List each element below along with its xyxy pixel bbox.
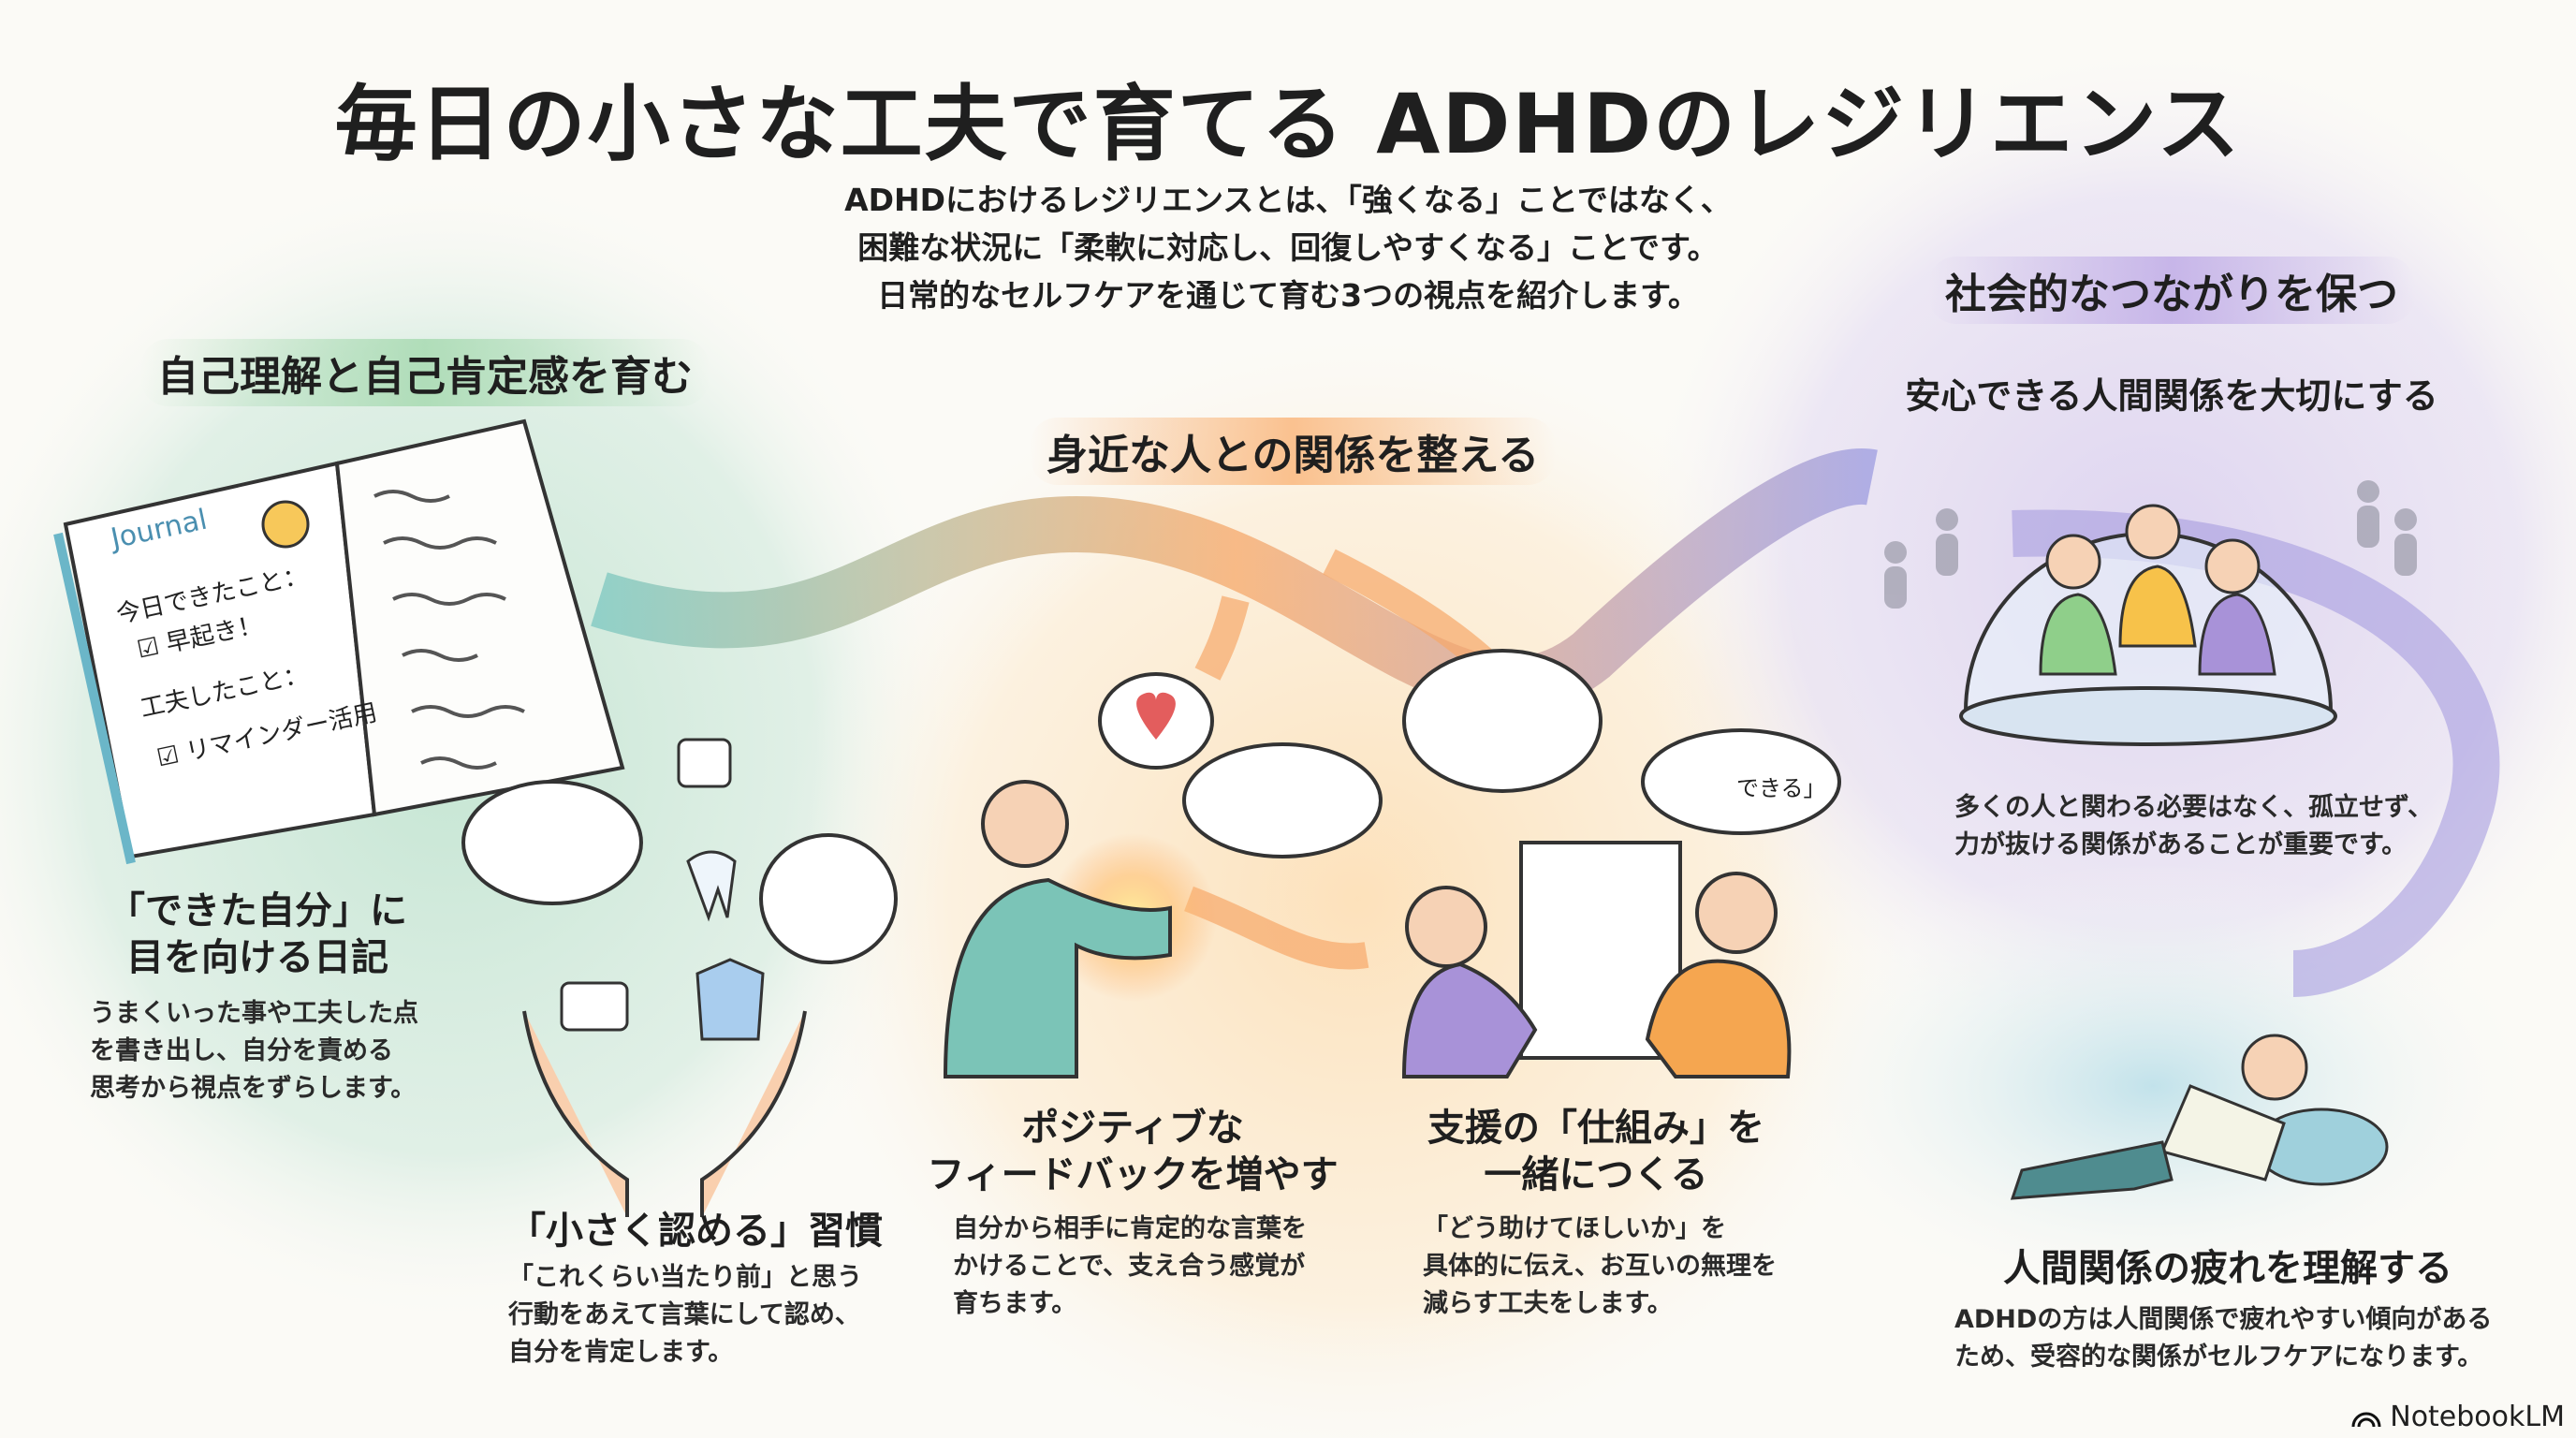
section-subheading: 安心できる人間関係を大切にする	[1905, 375, 2438, 417]
item-description: 自分から相手に肯定的な言葉を かけることで、支え合う感覚が 育ちます。	[953, 1211, 1307, 1323]
title-line: フィードバックを増やす	[927, 1153, 1339, 1196]
desc-line: を書き出し、自分を責める	[90, 1036, 393, 1065]
item-title: 支援の「仕組み」を 一緒につくる	[1404, 1105, 1788, 1198]
tooth-icon	[686, 850, 737, 922]
desc-line: 具体的に伝え、お互いの無理を	[1423, 1252, 1777, 1281]
desc-line: 多くの人と関わる必要はなく、孤立せず、	[1954, 793, 2434, 822]
resting-person-head	[2241, 1034, 2308, 1101]
section-heading-self-understanding: 自己理解と自己肯定感を育む	[140, 339, 710, 406]
sun-icon	[261, 500, 310, 549]
notebooklm-logo-icon	[2351, 1412, 2381, 1427]
desc-line: 行動をあえて言葉にして認め、	[508, 1300, 860, 1329]
background-people	[1884, 480, 2417, 609]
title-line: 支援の「仕組み」を	[1427, 1107, 1764, 1150]
branding-text: NotebookLM	[2390, 1401, 2565, 1433]
desc-line: 減らす工夫をします。	[1423, 1289, 1673, 1318]
coffee-cup-icon	[677, 738, 732, 788]
item-title: ポジティブな フィードバックを増やす	[927, 1105, 1339, 1198]
intro-line: ADHDにおけるレジリエンスとは、「強くなる」ことではなく、	[844, 182, 1732, 218]
item-description: ADHDの方は人間関係で疲れやすい傾向がある ため、受容的な関係がセルフケアにな…	[1954, 1301, 2492, 1376]
desc-line: 「どう助けてほしいか」を	[1423, 1214, 1726, 1243]
desc-line: うまくいった事や工夫した点	[90, 999, 418, 1028]
desc-line: 育ちます。	[953, 1289, 1077, 1318]
journal-illustration	[53, 418, 625, 865]
desc-line: 思考から視点をずらします。	[90, 1074, 417, 1103]
speech-bubbles	[461, 649, 1841, 964]
desc-line: 力が抜ける関係があることが重要です。	[1954, 830, 2408, 859]
title-line: 「できた自分」に	[108, 889, 407, 932]
intro-line: 日常的なセルフケアを通じて育む3つの視点を紹介します。	[877, 277, 1699, 314]
shirt-icon	[695, 958, 765, 1041]
section-heading-close-relationships: 身近な人との関係を整える	[1030, 418, 1557, 485]
person-head	[981, 780, 1069, 868]
intro-line: 困難な状況に「柔軟に対応し、回復しやすくなる」ことです。	[857, 229, 1719, 266]
notebooklm-branding: NotebookLM	[2350, 1401, 2565, 1433]
item-description: 「これくらい当たり前」と思う 行動をあえて言葉にして認め、 自分を肯定します。	[508, 1259, 862, 1372]
desc-line: ADHDの方は人間関係で疲れやすい傾向がある	[1954, 1305, 2493, 1334]
desc-line: 自分から相手に肯定的な言葉を	[953, 1214, 1307, 1243]
speech-bubble-text: できる」	[1736, 775, 1826, 801]
item-description: 「どう助けてほしいか」を 具体的に伝え、お互いの無理を 減らす工夫をします。	[1423, 1211, 1777, 1323]
desc-line: 「これくらい当たり前」と思う	[508, 1263, 862, 1292]
desc-line: かけることで、支え合う感覚が	[953, 1252, 1306, 1281]
item-title: 「小さく認める」習慣	[508, 1210, 883, 1253]
person-body	[943, 877, 1172, 1078]
page-title: 毎日の小さな工夫で育てる ADHDのレジリエンス	[334, 76, 2242, 172]
item-title: 「できた自分」に 目を向ける日記	[94, 888, 421, 981]
hands-icon	[522, 1010, 807, 1217]
intro-text: ADHDにおけるレジリエンスとは、「強くなる」ことではなく、 困難な状況に「柔軟…	[0, 176, 2576, 319]
desc-line: ため、受容的な関係がセルフケアになります。	[1954, 1343, 2483, 1372]
title-line: 目を向ける日記	[126, 936, 388, 979]
item-description: うまくいった事や工夫した点 を書き出し、自分を責める 思考から視点をずらします。	[90, 995, 418, 1108]
section-heading-social-connections: 社会的なつながりを保つ	[1928, 257, 2415, 324]
coffee-icon	[560, 981, 629, 1032]
flow-arrow	[591, 448, 1878, 713]
title-line: 一緒につくる	[1484, 1153, 1708, 1196]
item-description: 多くの人と関わる必要はなく、孤立せず、 力が抜ける関係があることが重要です。	[1954, 789, 2433, 864]
title-line: ポジティブな	[1021, 1107, 1244, 1150]
heart-icon	[1136, 692, 1176, 740]
desc-line: 自分を肯定します。	[508, 1338, 734, 1367]
item-title: 人間関係の疲れを理解する	[2003, 1247, 2452, 1290]
